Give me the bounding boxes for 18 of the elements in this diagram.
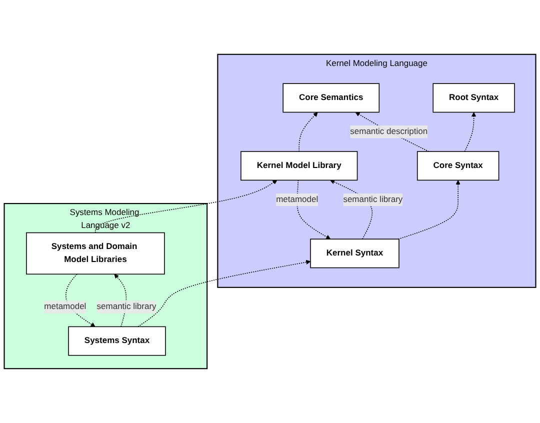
edge-label: metamodel (44, 302, 86, 312)
node-box: Systems and Domain Model Libraries (26, 232, 165, 275)
edge-label: semantic library (343, 195, 403, 204)
arrow (296, 180, 331, 240)
node-box: Core Syntax (416, 151, 500, 181)
arrow (298, 112, 318, 152)
arrow (464, 112, 476, 152)
edge-label: semantic description (350, 127, 428, 136)
node-box: Root Syntax (432, 83, 515, 113)
arrow (398, 180, 460, 240)
edge-label: metamodel (276, 195, 318, 204)
node-box: Kernel Syntax (310, 238, 400, 268)
arrow (138, 260, 311, 328)
edge-label: semantic library (96, 302, 156, 312)
node-box: Core Semantics (282, 83, 380, 113)
node-box: Kernel Model Library (240, 151, 358, 181)
node-box: Systems Syntax (68, 326, 166, 356)
arrow (95, 180, 278, 234)
